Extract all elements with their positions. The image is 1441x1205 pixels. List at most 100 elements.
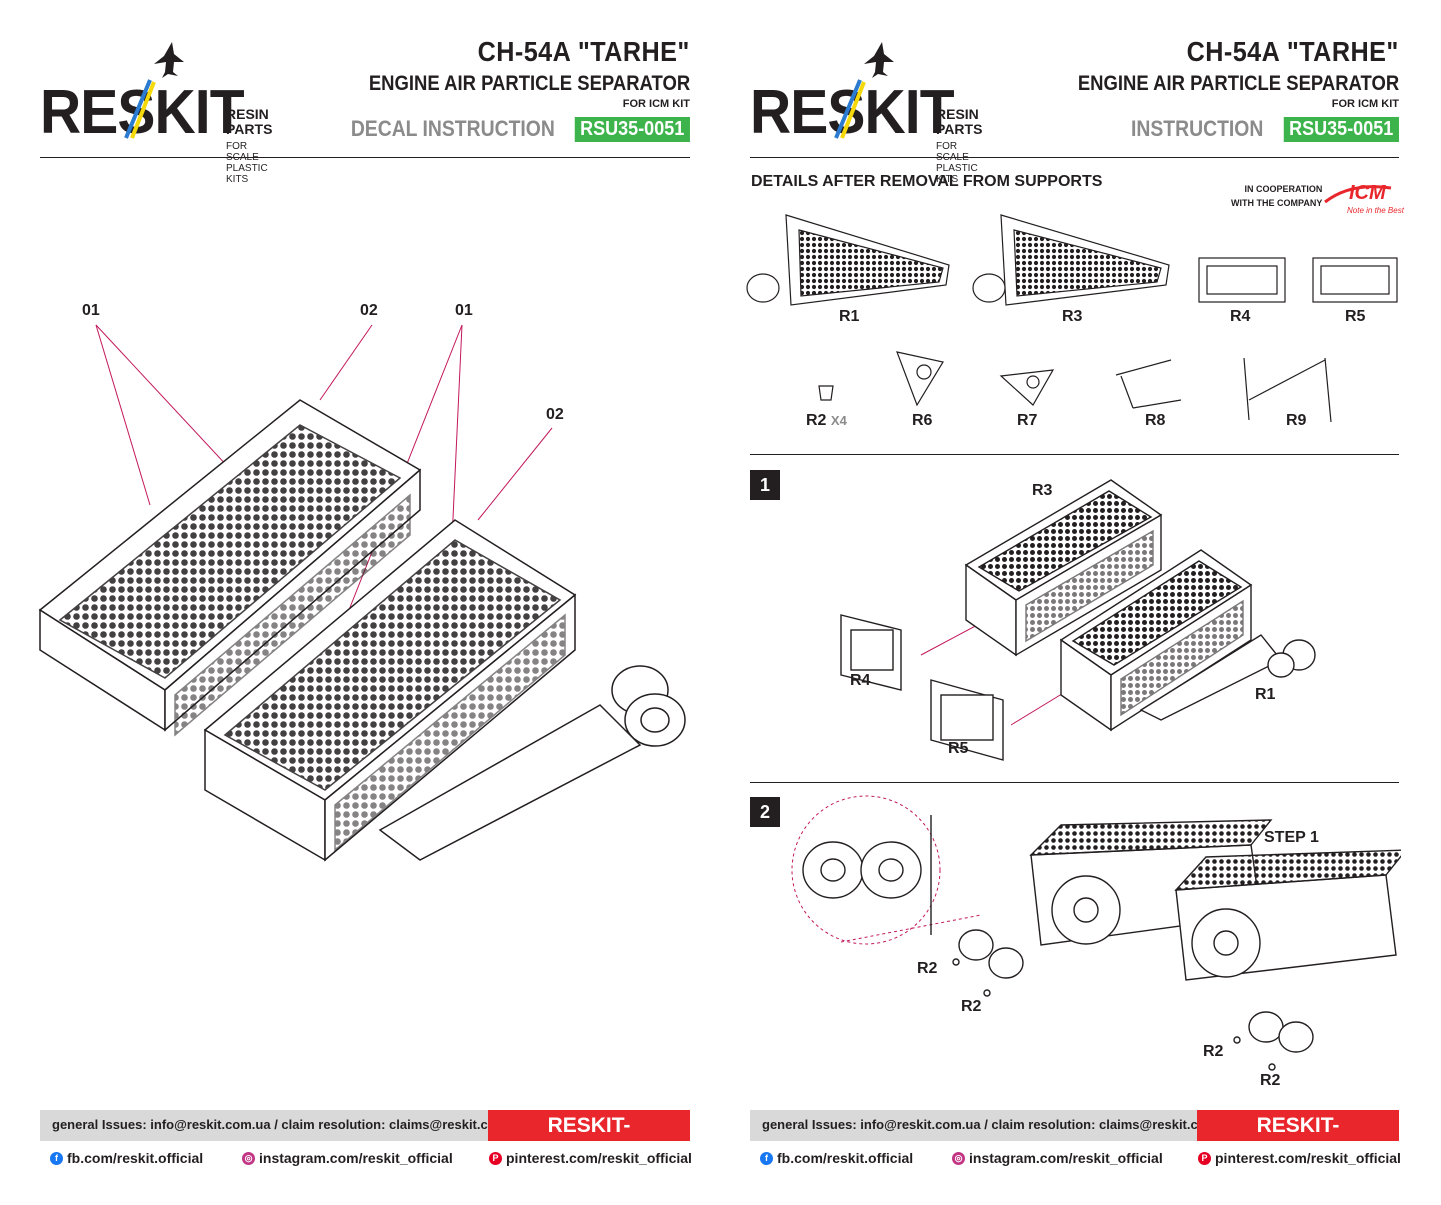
footer-contact: general Issues: info@reskit.com.ua / cla…	[52, 1117, 527, 1132]
part-r9-drawing	[1243, 357, 1332, 423]
step-1-r4-frame	[840, 614, 902, 691]
logo-slash	[834, 79, 866, 139]
pinterest-icon: P	[1198, 1151, 1211, 1165]
instruction-label: DECAL INSTRUCTION	[350, 116, 555, 141]
step-1-label-r1: R1	[1255, 686, 1276, 703]
facebook-text: fb.com/reskit.official	[67, 1150, 204, 1166]
instruction-label: INSTRUCTION	[1131, 116, 1264, 141]
part-label-r5: R5	[1345, 308, 1366, 325]
pinterest-link[interactable]: P pinterest.com/reskit_official	[489, 1150, 692, 1166]
part-label-r6: R6	[912, 412, 933, 429]
fighter-jet-icon	[864, 42, 894, 78]
step-2-block-right	[1174, 849, 1401, 981]
part-r2-drawing	[818, 385, 834, 401]
section-divider-2	[750, 782, 1399, 783]
tagline-main: RESIN PARTS	[226, 106, 273, 138]
pinterest-text: pinterest.com/reskit_official	[1215, 1150, 1401, 1166]
footer-bar: general Issues: info@reskit.com.ua / cla…	[750, 1110, 1399, 1168]
instruction-heading: DECAL INSTRUCTION RSU35-0051	[323, 116, 690, 142]
part-label-r9: R9	[1286, 412, 1307, 429]
footer-contact: general Issues: info@reskit.com.ua / cla…	[762, 1117, 1237, 1132]
callout-02-right: 02	[546, 406, 564, 423]
part-r8-drawing	[1115, 359, 1182, 409]
footer-website-link[interactable]: RESKIT-MODELS.COM	[1197, 1110, 1399, 1168]
cooperation-note: IN COOPERATION WITH THE COMPANY	[1231, 183, 1322, 210]
detail-zoom-nozzles	[802, 815, 932, 935]
fighter-jet-icon	[154, 42, 184, 78]
icm-slogan: Note in the Best	[1347, 206, 1404, 215]
page-title: CH-54A "TARHE"	[477, 36, 690, 67]
step-2-badge: 2	[750, 797, 780, 827]
footer-website-link[interactable]: RESKIT-MODELS.COM	[488, 1110, 690, 1168]
part-label-r4: R4	[1230, 308, 1251, 325]
part-r6-drawing	[896, 351, 944, 407]
facebook-icon: f	[760, 1151, 773, 1165]
step-2-label-r2-a: R2	[917, 960, 938, 977]
facebook-text: fb.com/reskit.official	[777, 1150, 914, 1166]
facebook-icon: f	[50, 1151, 63, 1165]
header-divider	[750, 157, 1399, 158]
callout-01-left: 01	[82, 302, 100, 319]
coop-line-1: IN COOPERATION	[1244, 184, 1323, 194]
step-1-r3-block	[964, 479, 1163, 657]
part-label-r8: R8	[1145, 412, 1166, 429]
facebook-link[interactable]: f fb.com/reskit.official	[50, 1150, 203, 1166]
instagram-icon: ◎	[952, 1151, 965, 1165]
part-r4-drawing	[1198, 257, 1286, 303]
part-label-r7: R7	[1017, 412, 1038, 429]
page-subtitle: ENGINE AIR PARTICLE SEPARATOR	[368, 72, 690, 95]
step-1-r5-frame	[930, 679, 1004, 761]
exhaust-cones	[378, 665, 686, 861]
step-2-r2-parts	[952, 929, 1314, 1071]
icm-logo: ICM Note in the Best	[1321, 180, 1404, 220]
pinterest-icon: P	[489, 1151, 502, 1165]
page-subtitle: ENGINE AIR PARTICLE SEPARATOR	[1077, 72, 1399, 95]
step-2-label-r2-c: R2	[1203, 1043, 1224, 1060]
for-kit-note: FOR ICM KIT	[622, 98, 690, 110]
page-assembly-instruction: RESKIT RESIN PARTS FOR SCALE PLASTIC KIT…	[721, 0, 1441, 1205]
product-code-badge: RSU35-0051	[1284, 116, 1399, 142]
instagram-text: instagram.com/reskit_official	[259, 1150, 453, 1166]
reskit-logo: RESKIT RESIN PARTS FOR SCALE PLASTIC KIT…	[750, 40, 982, 185]
product-code-badge: RSU35-0051	[575, 116, 690, 142]
step-1-r1-block	[1059, 549, 1316, 732]
section-divider-1	[750, 454, 1399, 455]
facebook-link[interactable]: f fb.com/reskit.official	[760, 1150, 913, 1166]
step-2-label-r2-d: R2	[1260, 1072, 1281, 1089]
header-divider	[40, 157, 690, 158]
step-1-label-r5: R5	[948, 740, 969, 757]
instagram-link[interactable]: ◎ instagram.com/reskit_official	[952, 1150, 1163, 1166]
icm-wordmark: ICM	[1349, 182, 1386, 204]
page-title: CH-54A "TARHE"	[1186, 36, 1399, 67]
tagline-main: RESIN PARTS	[936, 106, 983, 138]
logo-slash	[124, 79, 156, 139]
step-1-label-r3: R3	[1032, 482, 1053, 499]
part-r7-drawing	[999, 369, 1055, 406]
instagram-icon: ◎	[242, 1151, 255, 1165]
parts-overview-drawing	[746, 214, 1398, 423]
part-label-r1: R1	[839, 308, 860, 325]
left-separator-block	[38, 399, 422, 737]
callout-01-right: 01	[455, 302, 473, 319]
detail-zoom-circle	[791, 795, 941, 945]
pinterest-text: pinterest.com/reskit_official	[506, 1150, 692, 1166]
for-kit-note: FOR ICM KIT	[1331, 98, 1399, 110]
part-r1-drawing	[746, 214, 950, 306]
right-separator-block	[203, 519, 577, 862]
pinterest-link[interactable]: P pinterest.com/reskit_official	[1198, 1150, 1401, 1166]
part-label-r2: R2 X4	[806, 412, 847, 430]
callout-02-left: 02	[360, 302, 378, 319]
footer-bar: general Issues: info@reskit.com.ua / cla…	[40, 1110, 690, 1168]
part-label-r2-text: R2	[806, 412, 827, 429]
step-1-badge: 1	[750, 470, 780, 500]
icm-swoosh	[1324, 185, 1392, 204]
instruction-heading: INSTRUCTION RSU35-0051	[1113, 116, 1399, 142]
step-1-label-r4: R4	[850, 672, 871, 689]
coop-line-2: WITH THE COMPANY	[1231, 197, 1323, 208]
section-title: DETAILS AFTER REMOVAL FROM SUPPORTS	[751, 173, 1103, 190]
instagram-text: instagram.com/reskit_official	[969, 1150, 1163, 1166]
step-2-drawing	[791, 795, 1401, 1071]
part-label-r3: R3	[1062, 308, 1083, 325]
instagram-link[interactable]: ◎ instagram.com/reskit_official	[242, 1150, 453, 1166]
step-2-label-r2-b: R2	[961, 998, 982, 1015]
